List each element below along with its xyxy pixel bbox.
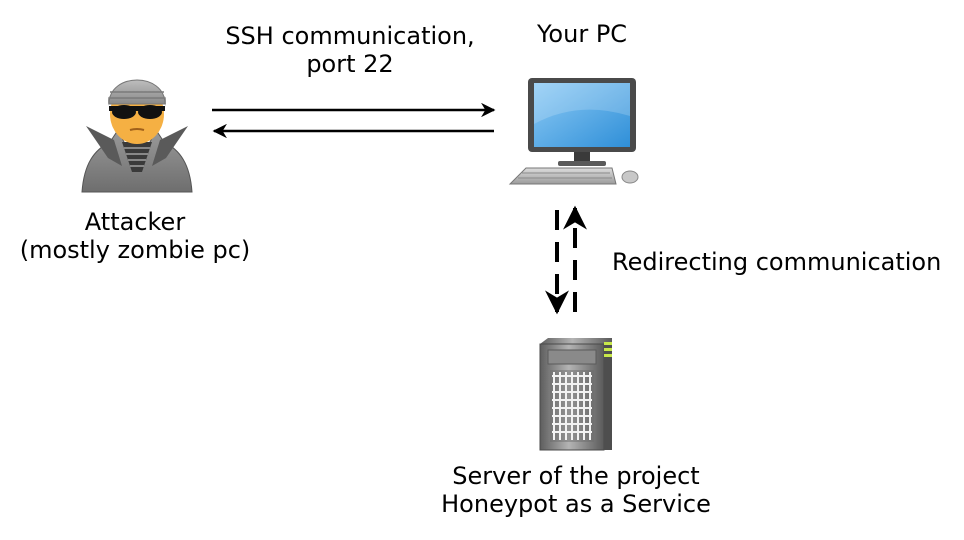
attacker-label-line2: (mostly zombie pc)	[19, 236, 251, 264]
ssh-label-line1: SSH communication,	[225, 22, 475, 50]
server-label-line1: Server of the project	[452, 462, 700, 490]
ssh-communication-label: SSH communication, port 22	[200, 22, 500, 78]
pc-icon	[508, 78, 639, 185]
your-pc-label: Your PC	[536, 20, 628, 48]
ssh-label-line2: port 22	[306, 50, 394, 78]
attacker-label-line1: Attacker	[84, 208, 186, 236]
server-icon	[539, 338, 612, 451]
redirecting-label: Redirecting communication	[612, 248, 942, 276]
attacker-icon	[81, 79, 193, 193]
server-label-line2: Honeypot as a Service	[441, 490, 711, 518]
attacker-label: Attacker (mostly zombie pc)	[10, 208, 260, 264]
server-label: Server of the project Honeypot as a Serv…	[426, 462, 726, 518]
